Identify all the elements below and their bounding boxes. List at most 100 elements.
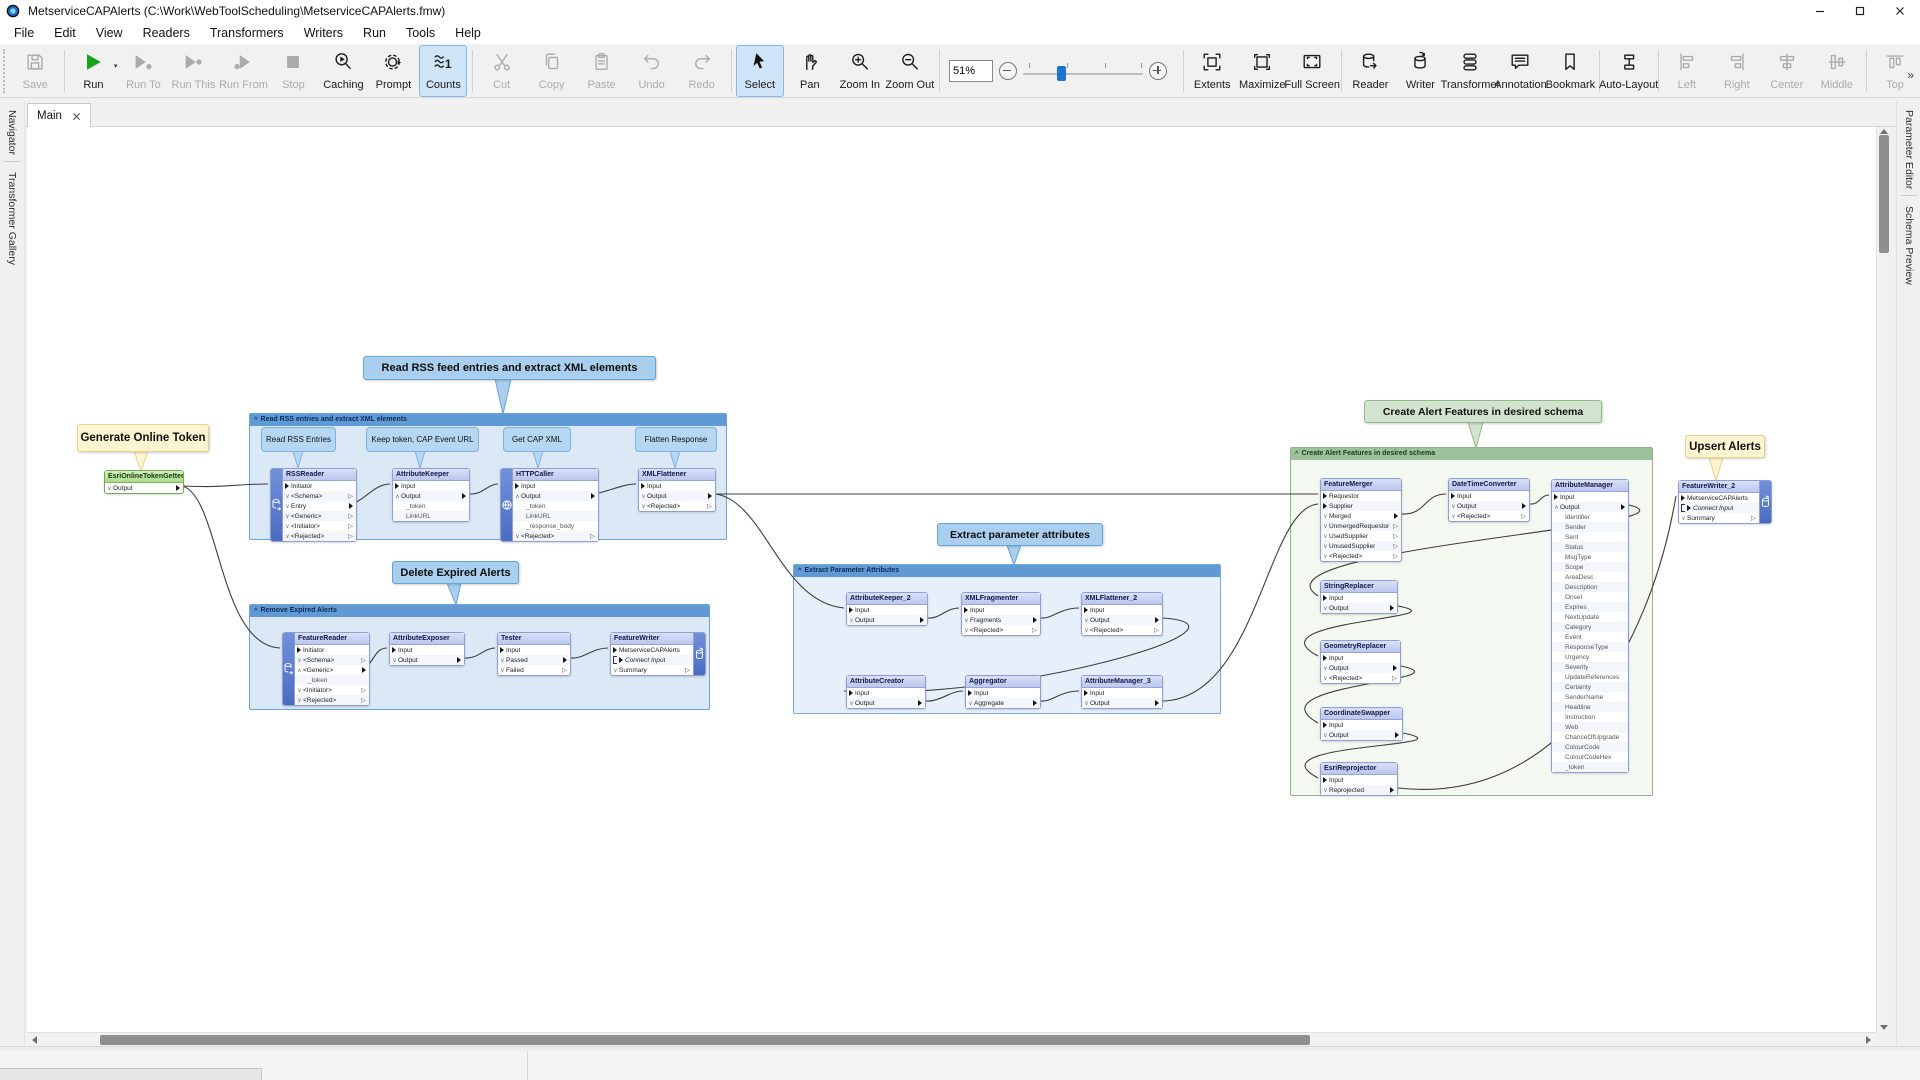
port-rejected[interactable]: ∨<Rejected>▷: [962, 625, 1040, 635]
port-initiator[interactable]: ∨<Initiator>▷: [295, 685, 369, 695]
port-input[interactable]: Input: [639, 481, 715, 491]
port-colourcode[interactable]: ColourCode: [1552, 742, 1628, 752]
port-rejected[interactable]: ∨<Rejected>▷: [1449, 511, 1529, 521]
port-initiator[interactable]: ∨<Initiator>▷: [283, 521, 356, 531]
toolbar-reader-button[interactable]: Reader: [1346, 45, 1394, 97]
port-certainty[interactable]: Certainty: [1552, 682, 1628, 692]
port-collapse-caret[interactable]: ∨: [297, 686, 302, 694]
port-input[interactable]: Input: [390, 645, 464, 655]
connection[interactable]: [715, 493, 845, 609]
toolbar-grip[interactable]: [3, 48, 6, 93]
port-failed[interactable]: ∨Failed▷: [498, 665, 570, 675]
minimize-button[interactable]: [1800, 0, 1840, 22]
toolbar-pan-button[interactable]: Pan: [786, 45, 834, 97]
port-output[interactable]: ∨Output: [1449, 501, 1529, 511]
toolbar-zoom-in-button[interactable]: Zoom In: [836, 45, 884, 97]
horizontal-scrollbar[interactable]: [27, 1032, 1876, 1046]
menu-run[interactable]: Run: [363, 26, 386, 40]
toolbar-maximize-button[interactable]: Maximize: [1238, 45, 1286, 97]
annotation-extract-param-callout[interactable]: Extract parameter attributes: [937, 523, 1103, 546]
menu-writers[interactable]: Writers: [303, 26, 344, 40]
annotation-read-rss-callout[interactable]: Read RSS feed entries and extract XML el…: [363, 356, 656, 380]
port-token[interactable]: _token: [513, 501, 598, 511]
port-collapse-caret[interactable]: ∨: [1084, 699, 1089, 707]
toolbar-full-screen-button[interactable]: Full Screen: [1284, 45, 1340, 97]
port-output[interactable]: ∨Output: [1321, 603, 1397, 613]
dock-tab-parameter-editor[interactable]: Parameter Editor: [1903, 110, 1915, 190]
port-rejected[interactable]: ∨<Rejected>▷: [513, 531, 598, 541]
annotation-upsert-alerts[interactable]: Upsert Alerts: [1685, 435, 1765, 458]
zoom-plus-button[interactable]: [1149, 61, 1168, 80]
port-collapse-caret[interactable]: ∧: [515, 492, 520, 500]
port-collapse-caret[interactable]: ∨: [641, 492, 646, 500]
port-collapse-caret[interactable]: ∨: [1084, 616, 1089, 624]
port-collapse-caret[interactable]: ∨: [968, 699, 973, 707]
scroll-down-arrow[interactable]: [1880, 1025, 1888, 1030]
port-token[interactable]: _token: [1552, 762, 1628, 772]
port-output[interactable]: ∨Output: [1082, 698, 1162, 708]
port-output[interactable]: ∨Output: [847, 698, 925, 708]
maximize-button[interactable]: [1840, 0, 1880, 22]
port-rejected[interactable]: ∨<Rejected>▷: [283, 531, 356, 541]
port-collapse-caret[interactable]: ∨: [285, 492, 290, 500]
port-input[interactable]: Input: [1321, 593, 1397, 603]
toolbar-prompt-button[interactable]: Prompt: [369, 45, 417, 97]
port-aggregate[interactable]: ∨Aggregate: [966, 698, 1040, 708]
port-initiator[interactable]: Initiator: [283, 481, 356, 491]
port-collapse-caret[interactable]: ∨: [285, 522, 290, 530]
port-collapse-caret[interactable]: ∧: [1554, 503, 1559, 511]
toolbar-caching-button[interactable]: Caching: [319, 45, 367, 97]
connection[interactable]: [1309, 504, 1641, 597]
port-updatereferences[interactable]: UpdateReferences: [1552, 672, 1628, 682]
workflow-canvas[interactable]: ^Read RSS entries and extract XML elemen…: [27, 127, 1876, 1032]
port-collapse-caret[interactable]: ∨: [285, 512, 290, 520]
bookmark-collapse-icon[interactable]: ^: [254, 608, 258, 614]
port-collapse-caret[interactable]: ∨: [1323, 604, 1328, 612]
port-connect-input[interactable]: Connect Input: [611, 655, 693, 665]
bookmark-header[interactable]: ^Read RSS entries and extract XML elemen…: [250, 414, 726, 426]
port-input[interactable]: Input: [1082, 605, 1162, 615]
port-input[interactable]: Input: [1552, 492, 1628, 502]
port-event[interactable]: Event: [1552, 632, 1628, 642]
toolbar-bookmark-button[interactable]: Bookmark: [1546, 45, 1595, 97]
port-collapse-caret[interactable]: ∨: [1323, 674, 1328, 682]
port-collapse-caret[interactable]: ∨: [107, 484, 112, 492]
toolbar-auto-layout-button[interactable]: Auto-Layout: [1599, 45, 1658, 97]
port-chanceofupgrade[interactable]: ChanceOfUpgrade: [1552, 732, 1628, 742]
connection[interactable]: [1401, 493, 1447, 515]
menu-tools[interactable]: Tools: [405, 26, 436, 40]
port-schema[interactable]: ∨<Schema>▷: [295, 655, 369, 665]
port-input[interactable]: Input: [513, 481, 598, 491]
port-requestor[interactable]: Requestor: [1321, 491, 1401, 501]
port-urgency[interactable]: Urgency: [1552, 652, 1628, 662]
port-output[interactable]: ∨Output: [847, 615, 927, 625]
port-output[interactable]: ∧Output: [393, 491, 469, 501]
port-collapse-caret[interactable]: ∨: [515, 532, 520, 540]
pane-splitter[interactable]: [0, 1046, 1920, 1052]
port-token[interactable]: _token: [393, 501, 469, 511]
port-areadesc[interactable]: AreaDesc: [1552, 572, 1628, 582]
port-passed[interactable]: ∨Passed: [498, 655, 570, 665]
port-generic[interactable]: ∨<Generic>▷: [283, 511, 356, 521]
node-esrionlinetokengetter[interactable]: EsriOnlineTokenGetter∨Output: [104, 470, 184, 494]
port-collapse-caret[interactable]: ∨: [285, 532, 290, 540]
port-input[interactable]: Input: [1449, 491, 1529, 501]
port-rejected[interactable]: ∨<Rejected>▷: [1082, 625, 1162, 635]
dock-tab-navigator[interactable]: Navigator: [6, 110, 18, 155]
connection[interactable]: [1304, 665, 1416, 724]
port-colourcodehex[interactable]: ColourCodeHex: [1552, 752, 1628, 762]
bookmark-header[interactable]: ^Remove Expired Alerts: [250, 605, 709, 617]
scroll-up-arrow[interactable]: [1880, 129, 1888, 134]
connection[interactable]: [1304, 732, 1419, 779]
port-severity[interactable]: Severity: [1552, 662, 1628, 672]
vertical-scrollbar[interactable]: [1876, 127, 1890, 1032]
port-initiator[interactable]: Initiator: [295, 645, 369, 655]
menu-file[interactable]: File: [14, 26, 35, 40]
